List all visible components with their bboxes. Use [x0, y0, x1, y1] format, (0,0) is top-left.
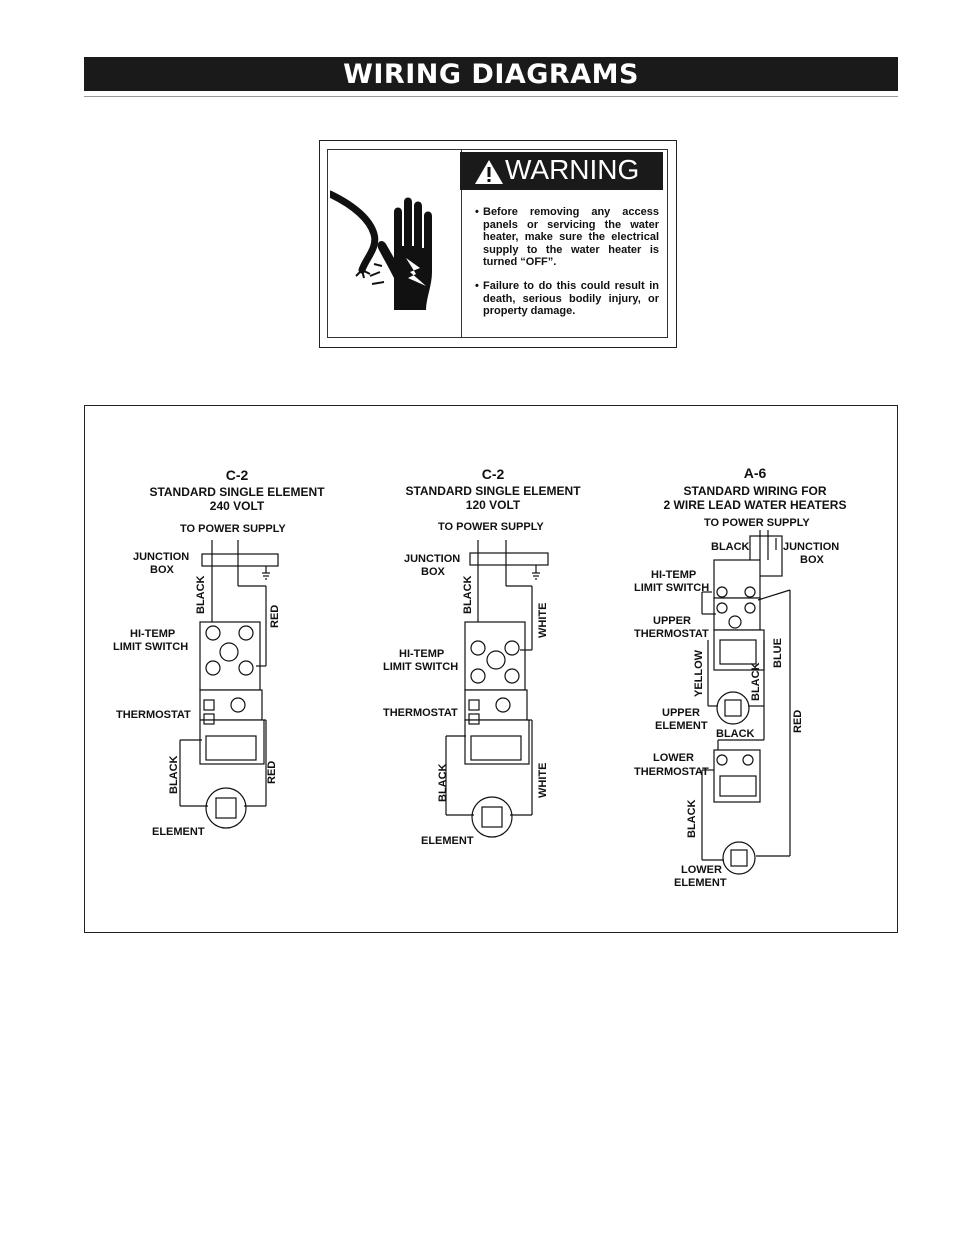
power-supply-label: TO POWER SUPPLY — [438, 521, 544, 533]
wire-black-bottom-label: BLACK — [168, 755, 180, 795]
diagram-subtitle-2: 240 VOLT — [209, 499, 265, 513]
upper-thermostat-label: THERMOSTAT — [634, 628, 709, 640]
diagram-120v-drawing — [445, 540, 549, 838]
diagram-subtitle-2: 2 WIRE LEAD WATER HEATERS — [663, 498, 847, 512]
wire-red-label: RED — [792, 709, 804, 733]
warning-triangle-icon — [475, 160, 503, 184]
hitemp-label: HI-TEMP — [651, 569, 697, 581]
element-label: ELEMENT — [152, 826, 205, 838]
warning-bullet-1: • Before removing any access panels or s… — [475, 206, 659, 268]
diagram-code: C-2 — [481, 466, 505, 482]
power-supply-label: TO POWER SUPPLY — [180, 523, 286, 535]
power-supply-label: TO POWER SUPPLY — [704, 517, 810, 529]
warning-label: WARNING • Before removing any access pan… — [319, 140, 677, 348]
upper-element-label-2: ELEMENT — [655, 720, 708, 732]
upper-label: UPPER — [653, 615, 691, 627]
wire-blue-label: BLUE — [772, 638, 784, 668]
diagram-subtitle-1: STANDARD SINGLE ELEMENT — [405, 484, 581, 498]
diagram-a6-drawing — [701, 530, 791, 875]
lower-element-label-2: ELEMENT — [674, 877, 727, 889]
junction-label: JUNCTION — [404, 553, 461, 565]
warning-divider — [461, 150, 462, 337]
wire-red-label: RED — [269, 604, 281, 628]
thermostat-label: THERMOSTAT — [383, 707, 458, 719]
box-label: BOX — [800, 554, 824, 566]
lower-element-label-1: LOWER — [681, 864, 722, 876]
limit-switch-label: LIMIT SWITCH — [113, 641, 189, 653]
wire-black-low-label: BLACK — [686, 799, 698, 839]
upper-element-label-1: UPPER — [662, 707, 700, 719]
wire-black-mid-label: BLACK — [750, 662, 762, 702]
hitemp-label: HI-TEMP — [399, 648, 445, 660]
diagram-240v-drawing — [179, 540, 279, 829]
junction-label: JUNCTION — [133, 551, 190, 563]
wire-yellow-label: YELLOW — [693, 649, 705, 697]
section-header: WIRING DIAGRAMS — [84, 57, 898, 91]
lower-label: LOWER — [653, 752, 694, 764]
thermostat-label: THERMOSTAT — [116, 709, 191, 721]
warning-bullet-2: • Failure to do this could result in dea… — [475, 280, 659, 317]
wire-black-bottom-label: BLACK — [437, 763, 449, 803]
bullet-icon: • — [475, 280, 479, 292]
page-title: WIRING DIAGRAMS — [343, 59, 639, 90]
warning-title-bar: WARNING — [460, 152, 663, 190]
diagram-subtitle-1: STANDARD SINGLE ELEMENT — [149, 485, 325, 499]
wire-black-label: BLACK — [462, 575, 474, 615]
box-label: BOX — [150, 564, 174, 576]
header-rule — [84, 96, 898, 97]
box-label: BOX — [421, 566, 445, 578]
element-label: ELEMENT — [421, 835, 474, 847]
wire-black-label: BLACK — [195, 575, 207, 615]
diagram-code: A-6 — [743, 465, 767, 481]
diagram-code: C-2 — [225, 467, 249, 483]
wire-white-bottom-label: WHITE — [537, 762, 549, 798]
diagram-subtitle-1: STANDARD WIRING FOR — [683, 484, 827, 498]
warning-title: WARNING — [505, 154, 640, 185]
limit-switch-label: LIMIT SWITCH — [383, 661, 459, 673]
diagram-subtitle-2: 120 VOLT — [465, 498, 521, 512]
warning-inner-frame: WARNING • Before removing any access pan… — [327, 149, 668, 338]
black-between-label: BLACK — [716, 728, 755, 740]
hitemp-label: HI-TEMP — [130, 628, 176, 640]
bullet-icon: • — [475, 206, 479, 218]
wire-red-bottom-label: RED — [266, 760, 278, 784]
limit-switch-label: LIMIT SWITCH — [634, 582, 710, 594]
wire-white-label: WHITE — [537, 602, 549, 638]
shock-hazard-icon — [330, 190, 432, 310]
lower-thermostat-label: THERMOSTAT — [634, 766, 709, 778]
wiring-diagrams-panel — [84, 405, 898, 933]
junction-label: JUNCTION — [783, 541, 840, 553]
black-top-label: BLACK — [711, 541, 750, 553]
